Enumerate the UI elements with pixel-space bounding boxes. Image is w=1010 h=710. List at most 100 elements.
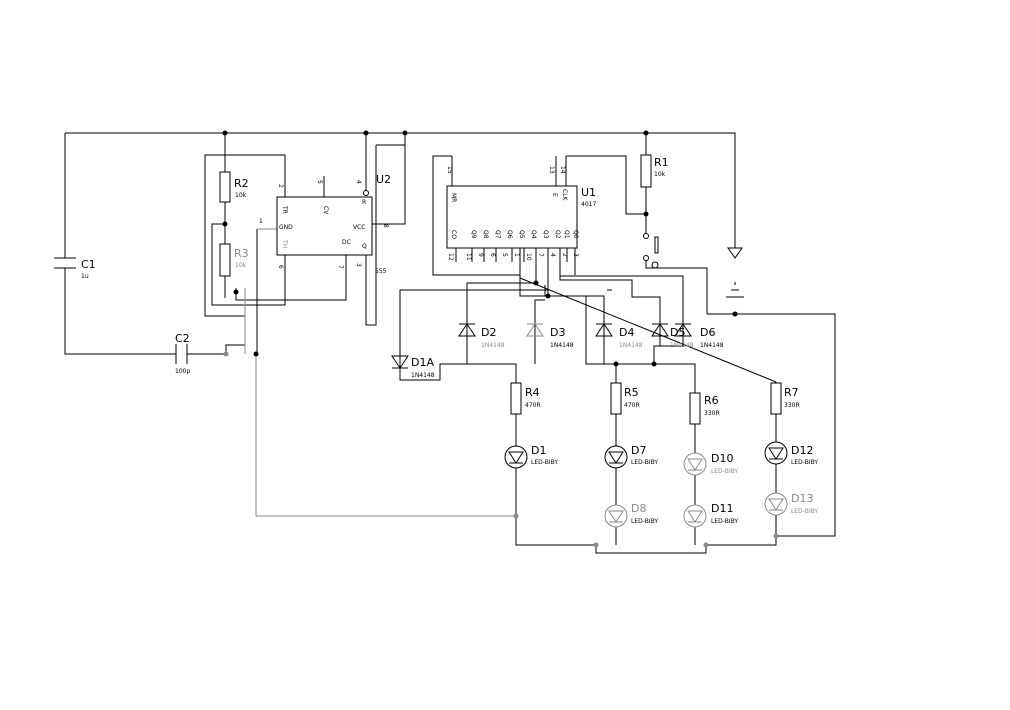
led-d12[interactable]: D12 LED-BIBY xyxy=(764,441,818,466)
capacitor-c2[interactable]: C2 100p xyxy=(175,332,190,375)
u2-ref: U2 xyxy=(376,173,391,186)
junction xyxy=(613,361,619,367)
r3-ref: R3 xyxy=(234,247,249,260)
diode-d4[interactable]: D4 1N4148 xyxy=(595,323,643,349)
d13-body xyxy=(764,492,788,516)
junction xyxy=(513,513,519,519)
resistor-r5[interactable]: R5 470R xyxy=(610,382,640,415)
resistor-r2[interactable]: R2 10k xyxy=(219,171,249,203)
u1-pin-q2: Q2 xyxy=(554,230,561,239)
led-d1[interactable]: D1 LED-BIBY xyxy=(504,444,558,469)
switch-contact xyxy=(643,255,649,261)
u2-pin-gnd: GND xyxy=(279,224,293,231)
led-d11[interactable]: D11 LED-BIBY xyxy=(683,502,738,528)
led-d10[interactable]: D10 LED-BIBY xyxy=(683,452,738,476)
d2-symbol xyxy=(458,323,476,337)
u1-counter-chip[interactable]: U1 4017 MR E CLK CO Q9 Q8 Q7 Q6 Q5 Q4 Q3… xyxy=(446,166,596,275)
u2-pin-5: 5 xyxy=(316,180,323,184)
led-d8[interactable]: D8 LED-BIBY xyxy=(604,502,658,528)
d11-symbol xyxy=(687,510,703,523)
u2-pin-vcc: VCC xyxy=(353,224,365,231)
resistor-r4[interactable]: R4 470R xyxy=(510,382,541,415)
resistor-r7[interactable]: R7 330R xyxy=(770,382,800,415)
wires xyxy=(64,132,836,554)
r1-body xyxy=(640,154,652,188)
d1-symbol xyxy=(508,451,524,464)
junction xyxy=(223,351,229,357)
d11-ref: D11 xyxy=(711,502,733,515)
diode-d2[interactable]: D2 1N4148 xyxy=(458,323,505,349)
d12-value: LED-BIBY xyxy=(791,459,818,466)
u2-pin-r: R xyxy=(362,199,366,206)
u1-pin-q0: Q0 xyxy=(572,230,579,239)
u1-pin-9: 9 xyxy=(477,253,484,257)
u2-timer-chip[interactable]: U2 555 TR CV R GND VCC TH DC Q 1 2 3 4 5… xyxy=(259,173,391,275)
u1-pin-q8: Q8 xyxy=(482,230,489,239)
u2-pin-6: 6 xyxy=(277,265,284,269)
capacitor-c1[interactable]: C1 1u xyxy=(54,257,96,280)
d8-symbol xyxy=(608,510,624,523)
u2-value: 555 xyxy=(375,268,387,275)
u1-pin-q4: Q4 xyxy=(530,230,537,239)
d13-value: LED-BIBY xyxy=(791,508,818,515)
d4-symbol xyxy=(595,323,613,337)
d7-ref: D7 xyxy=(631,444,646,457)
r5-ref: R5 xyxy=(624,386,639,399)
u1-pin-mr: MR xyxy=(450,193,457,202)
u1-ref: U1 xyxy=(581,186,596,199)
battery-symbol xyxy=(726,282,744,298)
d12-symbol xyxy=(768,447,784,460)
u1-pin-5: 5 xyxy=(501,253,508,257)
d1-ref: D1 xyxy=(531,444,546,457)
r7-ref: R7 xyxy=(784,386,799,399)
r6-ref: R6 xyxy=(704,394,719,407)
junction-dots xyxy=(222,130,779,548)
u1-pin-1: 1 xyxy=(513,253,520,257)
d10-body xyxy=(683,452,707,476)
d2-value: 1N4148 xyxy=(481,342,505,349)
junction xyxy=(593,542,599,548)
u2-pin-2: 2 xyxy=(277,184,284,188)
u1-pin-q7: Q7 xyxy=(494,230,501,239)
d5-symbol xyxy=(651,323,669,337)
junction xyxy=(703,542,709,548)
u1-pin-10: 10 xyxy=(525,253,532,261)
c1-ref: C1 xyxy=(81,258,96,271)
d1-value: LED-BIBY xyxy=(531,459,558,466)
u2-pin-dc: DC xyxy=(342,239,351,246)
diode-d6[interactable]: D6 1N4148 xyxy=(674,323,724,349)
u2-pin-7: 7 xyxy=(337,265,344,269)
resistor-r3[interactable]: R3 10k xyxy=(219,243,249,277)
resistor-r1[interactable]: R1 10k xyxy=(640,154,669,188)
u1-pin-4: 4 xyxy=(549,253,556,257)
u1-pin-13: 13 xyxy=(548,166,555,174)
r2-ref: R2 xyxy=(234,177,249,190)
resistor-r6[interactable]: R6 330R xyxy=(689,392,720,425)
d8-ref: D8 xyxy=(631,502,646,515)
d2-ref: D2 xyxy=(481,326,496,339)
junction xyxy=(222,221,228,227)
d7-value: LED-BIBY xyxy=(631,459,658,466)
led-d13[interactable]: D13 LED-BIBY xyxy=(764,492,818,516)
d3-ref: D3 xyxy=(550,326,565,339)
pushbutton-switch[interactable] xyxy=(643,233,659,269)
diode-d1a[interactable]: D1A 1N4148 xyxy=(391,355,435,379)
d7-body xyxy=(604,445,628,469)
r2-body xyxy=(219,171,231,203)
ground-symbol xyxy=(727,247,743,259)
u2-pin-q: Q xyxy=(362,243,367,250)
diode-d3[interactable]: D3 1N4148 xyxy=(526,323,574,349)
u1-pin-co: CO xyxy=(450,230,457,239)
junction xyxy=(643,211,649,217)
u1-pin-11: 11 xyxy=(465,253,472,261)
led-d7[interactable]: D7 LED-BIBY xyxy=(604,444,658,469)
d10-symbol xyxy=(687,458,703,471)
r7-body xyxy=(770,382,782,415)
d12-ref: D12 xyxy=(791,444,813,457)
r3-body xyxy=(219,243,231,277)
u1-pin-q6: Q6 xyxy=(506,230,513,239)
r5-value: 470R xyxy=(624,402,640,409)
d11-value: LED-BIBY xyxy=(711,518,738,525)
